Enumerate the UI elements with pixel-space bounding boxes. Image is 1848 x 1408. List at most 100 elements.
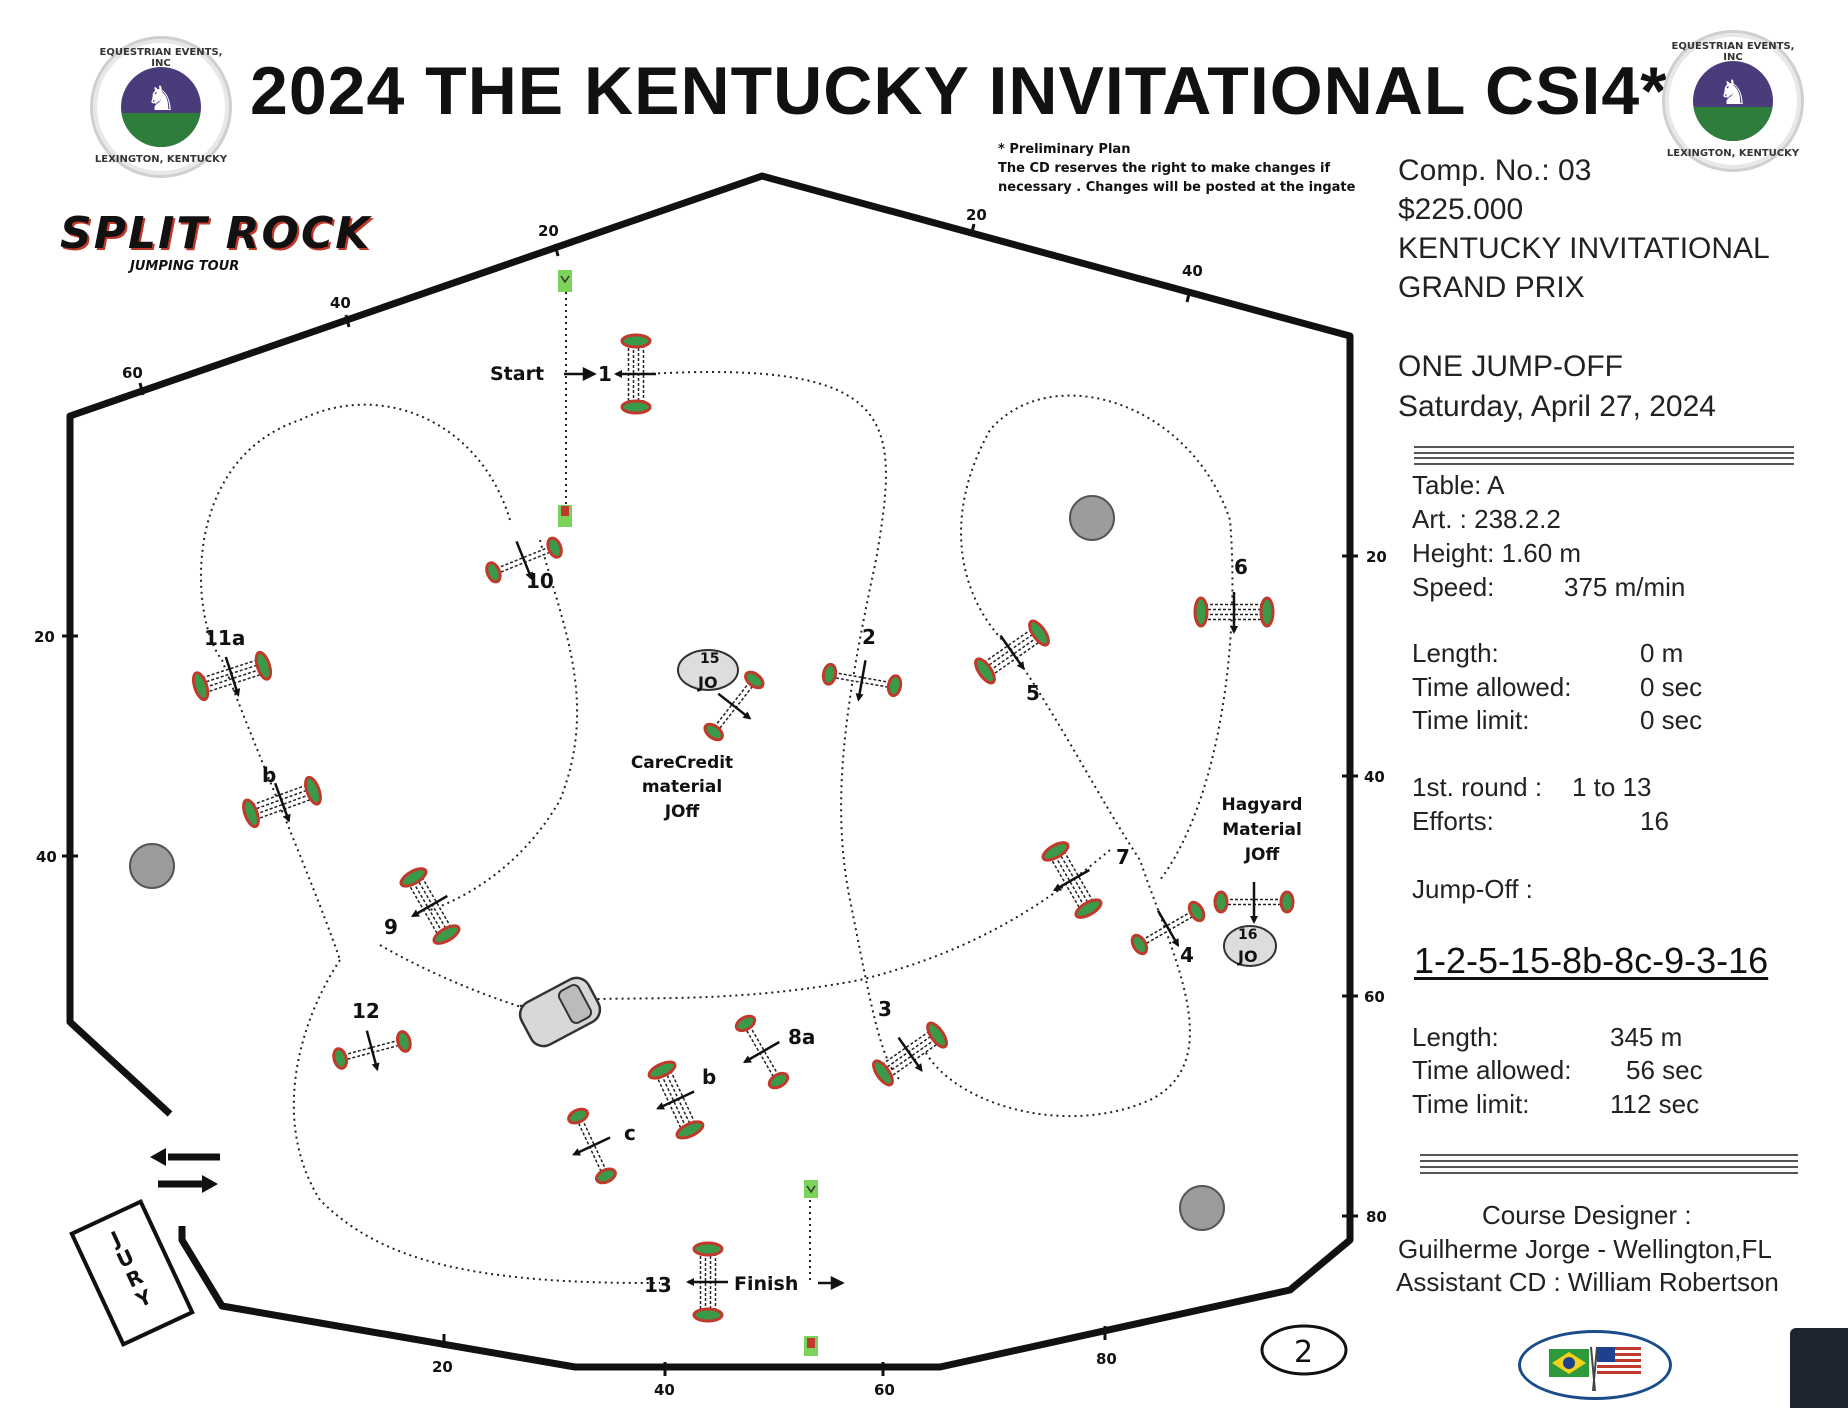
- ingate-arrows: [150, 1148, 220, 1193]
- brazil-usa-flags-icon: [1549, 1346, 1641, 1392]
- jo-15-number: 15: [700, 651, 719, 667]
- round-value: 1 to 13: [1572, 772, 1652, 802]
- jo-badge-15: [677, 649, 739, 691]
- fence-obstacle-icon: [242, 775, 322, 829]
- scale-label: 20: [538, 222, 559, 240]
- assistant-designer: Assistant CD : William Robertson: [1396, 1267, 1779, 1297]
- fence-label: 7: [1116, 845, 1130, 869]
- scale-label: 20: [34, 628, 55, 646]
- sponsor-logo: SPLIT ROCK JUMPING TOUR: [60, 208, 371, 274]
- logo-right-top-text: EQUESTRIAN EVENTS, INC: [1671, 41, 1795, 63]
- carecredit-label: material: [642, 777, 722, 797]
- finish-arrow-icon: [830, 1275, 845, 1291]
- spec-speed-label: Speed:: [1412, 572, 1495, 602]
- scale-label: 40: [36, 848, 57, 866]
- fence-obstacle-icon: [614, 333, 656, 415]
- fence-label: 12: [352, 999, 380, 1023]
- jo-16-number: 16: [1238, 927, 1257, 943]
- spec-article: Art. : 238.2.2: [1412, 504, 1561, 534]
- spec-speed-value: 375 m/min: [1564, 572, 1686, 602]
- jo-length-value: 345 m: [1610, 1022, 1683, 1052]
- jo-length-label: Length:: [1412, 1022, 1499, 1052]
- fence-obstacle-icon: [647, 1060, 705, 1140]
- start-flag-icon: [558, 505, 572, 527]
- spec-time-limit-label: Time limit:: [1412, 705, 1530, 735]
- hagyard-label: JOff: [1244, 845, 1280, 865]
- scale-label: 80: [1096, 1350, 1117, 1368]
- spec-time-allowed-label: Time allowed:: [1412, 672, 1572, 702]
- scale-label: 40: [330, 294, 351, 312]
- note-line: necessary . Changes will be posted at th…: [998, 180, 1356, 195]
- jumpoff-label: Jump-Off :: [1412, 874, 1533, 904]
- scale-label: 60: [1364, 988, 1385, 1006]
- desktop-window-corner: [1790, 1328, 1848, 1408]
- fence-obstacle-icon: [191, 650, 273, 702]
- round-label: 1st. round :: [1412, 772, 1543, 802]
- spec-height: Height: 1.60 m: [1412, 538, 1582, 568]
- jo-time-allowed-label: Time allowed:: [1412, 1055, 1572, 1085]
- sponsor-sub: JUMPING TOUR: [130, 259, 240, 274]
- fence-label: 4: [1180, 943, 1194, 967]
- fence-obstacle-icon: [332, 1030, 412, 1072]
- fence-label: 13: [644, 1273, 672, 1297]
- carecredit-label: CareCredit: [631, 753, 733, 773]
- fence-label: 11a: [204, 626, 245, 650]
- prize-money: $225.000: [1398, 193, 1524, 226]
- comp-number: Comp. No.: 03: [1398, 154, 1592, 187]
- note-line: * Preliminary Plan: [998, 142, 1131, 157]
- fence-obstacle-icon: [703, 670, 765, 742]
- fence-obstacle-icon: [974, 619, 1050, 685]
- logo-left-top-text: EQUESTRIAN EVENTS, INC: [99, 47, 223, 69]
- divider: [1420, 1154, 1798, 1162]
- fence-label: 8a: [788, 1025, 815, 1049]
- spec-time-allowed-value: 0 sec: [1640, 672, 1703, 702]
- fence-obstacle-icon: [1193, 592, 1275, 634]
- logo-right-bottom-text: LEXINGTON, KENTUCKY: [1666, 148, 1800, 159]
- divider: [1414, 446, 1794, 454]
- scale-ticks: [62, 223, 1358, 1376]
- jo-time-limit-value: 112 sec: [1610, 1089, 1700, 1119]
- fence-obstacle-icon: [1213, 882, 1295, 924]
- spec-time-limit-value: 0 sec: [1640, 705, 1703, 735]
- jumpoff-sequence: 1-2-5-15-8b-8c-9-3-16: [1414, 940, 1769, 981]
- fence-layer: [191, 333, 1295, 1323]
- scale-label: 20: [966, 206, 987, 224]
- scale-label: 20: [1366, 548, 1387, 566]
- start-arrow-icon: [582, 366, 597, 382]
- fence-obstacle-icon: [734, 1014, 790, 1090]
- competition-date: Saturday, April 27, 2024: [1398, 390, 1716, 423]
- divider: [1420, 1166, 1798, 1174]
- jo-badge-16: [1223, 925, 1277, 967]
- spec-length-label: Length:: [1412, 638, 1499, 668]
- event-logo-right: ♞ EQUESTRIAN EVENTS, INC LEXINGTON, KENT…: [1662, 30, 1804, 172]
- fence-label: c: [624, 1121, 636, 1145]
- fence-label: 9: [384, 915, 398, 939]
- scale-label: 80: [1366, 1208, 1387, 1226]
- fence-obstacle-icon: [872, 1021, 948, 1087]
- competition-name-1: KENTUCKY INVITATIONAL: [1398, 232, 1770, 265]
- fence-obstacle-icon: [485, 536, 563, 584]
- decoration-sphere-icon: [129, 495, 1225, 1231]
- start-label: Start: [490, 363, 544, 385]
- logo-left-bottom-text: LEXINGTON, KENTUCKY: [94, 154, 228, 165]
- page-title: 2024 THE KENTUCKY INVITATIONAL CSI4*: [250, 53, 1668, 129]
- designer-name: Guilherme Jorge - Wellington,FL: [1398, 1234, 1772, 1264]
- efforts-label: Efforts:: [1412, 806, 1494, 836]
- event-logo-left: ♞ EQUESTRIAN EVENTS, INC LEXINGTON, KENT…: [90, 36, 232, 178]
- finish-flag-icon: [804, 1180, 818, 1198]
- sponsor-brand: SPLIT ROCK: [60, 208, 372, 259]
- scale-label: 40: [1364, 768, 1385, 786]
- arena-boundary: [66, 172, 1354, 1371]
- fence-obstacle-icon: [1130, 900, 1206, 956]
- fence-label: 3: [878, 997, 892, 1021]
- fence-label: 6: [1234, 555, 1248, 579]
- scale-label: 60: [874, 1381, 895, 1399]
- note-line: The CD reserves the right to make change…: [998, 161, 1331, 176]
- horse-logo-icon: ♞: [1693, 61, 1773, 141]
- fence-obstacle-icon: [399, 867, 461, 945]
- competition-name-2: GRAND PRIX: [1398, 271, 1585, 304]
- jo-time-allowed-value: 56 sec: [1626, 1055, 1703, 1085]
- hagyard-label: Material: [1222, 820, 1302, 840]
- designer-label: Course Designer :: [1482, 1200, 1692, 1230]
- fence-label: 5: [1026, 681, 1040, 705]
